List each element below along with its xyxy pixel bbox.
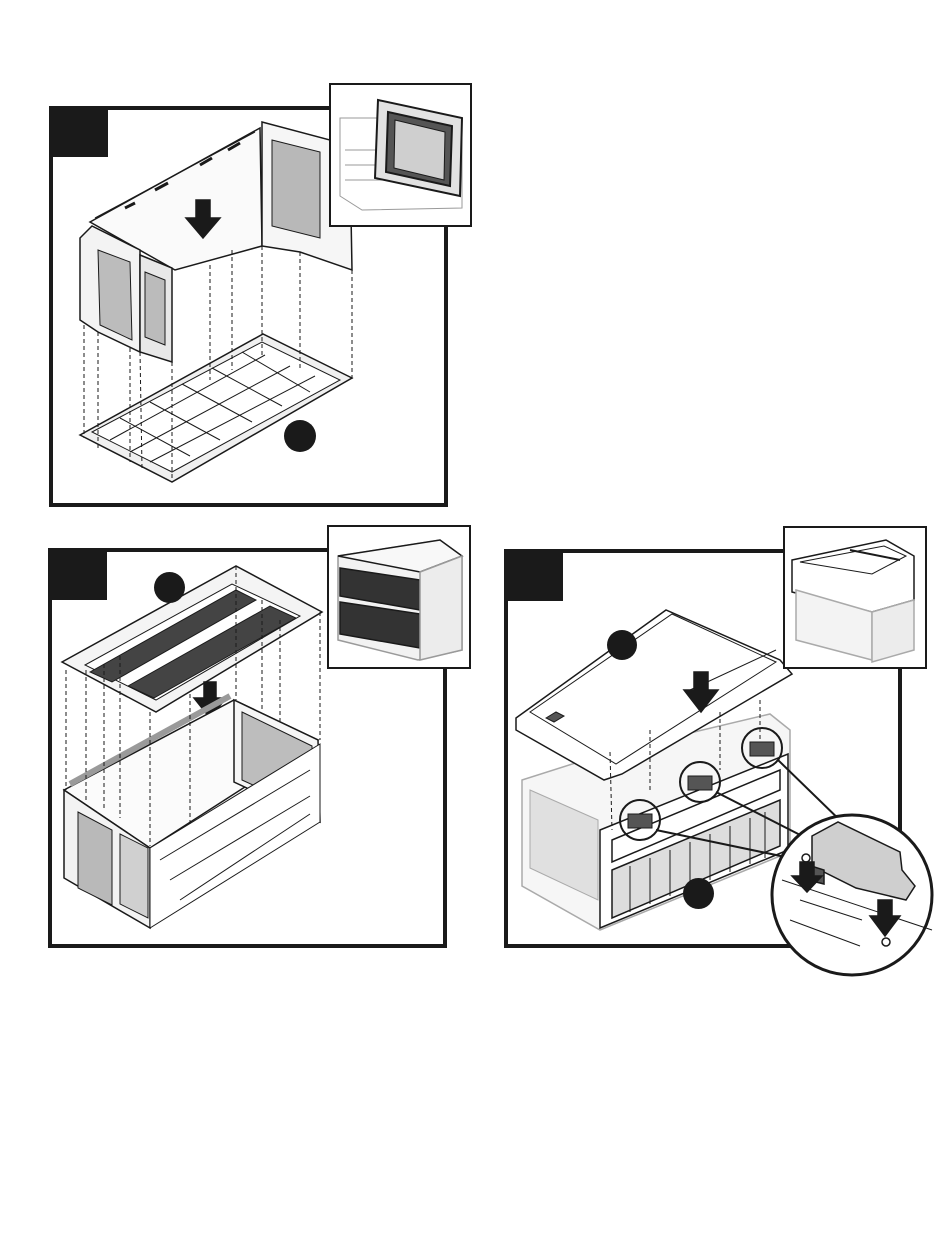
- inset-illustration-c: [0, 0, 950, 1237]
